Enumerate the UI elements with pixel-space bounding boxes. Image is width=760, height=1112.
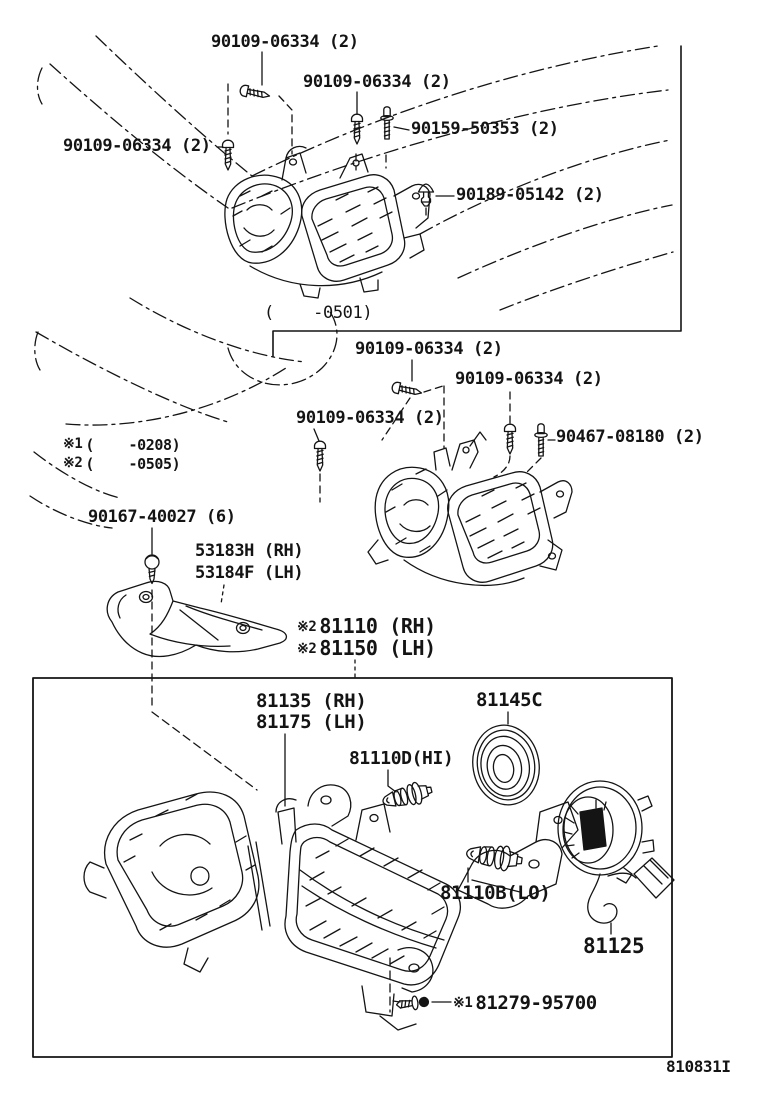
socket-cover-drawing — [558, 781, 674, 923]
part-label-90109-mid-2[interactable]: 90109-06334 (2) — [455, 369, 603, 389]
part-label-90109-mid-3[interactable]: 90109-06334 (2) — [296, 408, 444, 428]
footnote-1-range: ( -0208) — [85, 436, 181, 454]
dashed-leaders-middle — [152, 385, 541, 710]
part-label-81145c[interactable]: 81145C — [476, 689, 543, 711]
part-label-81135[interactable]: 81135 (RH) — [256, 690, 367, 712]
headlamp-assembly-top-drawing — [225, 146, 430, 298]
footnote-1: ※1( -0208) — [63, 436, 181, 454]
leader-lines-top — [217, 52, 454, 196]
part-label-81279-mark: ※1 — [453, 995, 473, 1011]
part-label-53184f[interactable]: 53184F (LH) — [195, 563, 304, 583]
footnote-2-mark: ※2 — [63, 455, 83, 471]
low-beam-bulb-drawing — [464, 840, 525, 874]
part-label-81150-number: 81150 (LH) — [319, 636, 436, 660]
dotted-leaders-middle — [221, 585, 355, 677]
doc-code: 810831I — [666, 1057, 731, 1076]
part-label-90189[interactable]: 90189-05142 (2) — [456, 185, 604, 205]
group-bracket-line — [273, 46, 681, 356]
headlamp-assembly-middle-drawing — [368, 432, 572, 585]
screw-81279-drawing — [395, 994, 430, 1013]
part-label-90159[interactable]: 90159-50353 (2) — [411, 119, 559, 139]
part-label-53183h[interactable]: 53183H (RH) — [195, 541, 304, 561]
part-label-81175[interactable]: 81175 (LH) — [256, 711, 367, 733]
headlamp-assembly-main-drawing — [84, 785, 578, 1030]
part-label-90109-top-2[interactable]: 90109-06334 (2) — [303, 72, 451, 92]
footnote-2: ※2( -0505) — [63, 455, 181, 473]
leader-lines-box — [285, 712, 611, 1002]
retaining-ring-drawing — [467, 720, 546, 810]
support-bracket-drawing — [107, 581, 286, 656]
part-label-81150-mark: ※2 — [297, 641, 317, 657]
detail-box-border — [33, 678, 672, 1057]
part-label-90109-mid-1[interactable]: 90109-06334 (2) — [355, 339, 503, 359]
part-label-81125[interactable]: 81125 — [583, 934, 645, 958]
footnote-1-mark: ※1 — [63, 436, 83, 452]
leader-lines-middle — [152, 360, 555, 554]
dashed-leaders-top — [228, 84, 426, 220]
group-range-label: ( -0501) — [264, 303, 373, 323]
part-label-90109-top-1[interactable]: 90109-06334 (2) — [211, 32, 359, 52]
part-label-81110d[interactable]: 81110D(HI) — [349, 748, 454, 769]
part-label-81110-mark: ※2 — [297, 619, 317, 635]
part-label-90109-left[interactable]: 90109-06334 (2) — [63, 136, 211, 156]
part-label-90167[interactable]: 90167-40027 (6) — [88, 507, 236, 527]
part-label-81110-number: 81110 (RH) — [319, 614, 436, 638]
part-label-81279-number: 81279-95700 — [475, 992, 597, 1014]
part-label-90467[interactable]: 90467-08180 (2) — [556, 427, 704, 447]
part-label-81110b[interactable]: 81110B(LO) — [440, 882, 551, 904]
car-body-sketch — [30, 36, 673, 528]
footnote-2-range: ( -0505) — [85, 455, 181, 473]
